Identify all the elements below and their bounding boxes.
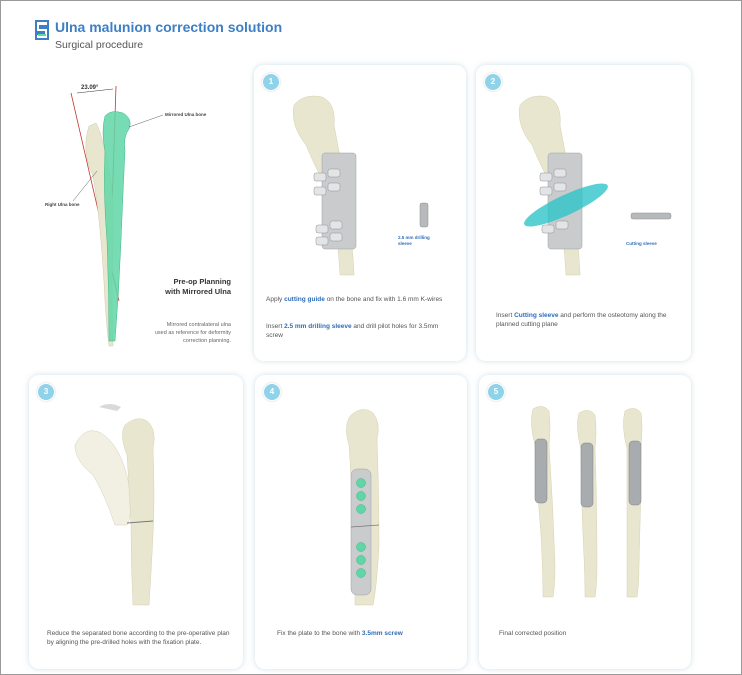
step-4-illustration (346, 409, 380, 606)
step-card-5: 5 Final corrected position (479, 375, 691, 669)
right-ulna-label: Right Ulna bone (45, 202, 80, 207)
step-badge-5: 5 (487, 383, 505, 401)
step-1-caption-2: Insert 2.5 mm drilling sleeve and drill … (266, 323, 439, 339)
preop-title-line2: with Mirrored Ulna (165, 287, 231, 296)
step-card-4: 4 Fix the plate to the bone with 3.5mm s… (255, 375, 467, 669)
step-card-1: 1 2.5 mm drilling sleeve Apply cutting g… (254, 65, 466, 361)
mirrored-ulna-label: Mirrored Ulna bone (165, 112, 207, 117)
preop-desc-line2: used as reference for deformity (154, 330, 231, 336)
preop-title-line1: Pre-op Planning (173, 277, 231, 286)
step-card-3: 3 Reduce the separated bone according to… (29, 375, 243, 669)
step-badge-3: 3 (37, 383, 55, 401)
step-1-caption-1: Apply cutting guide on the bone and fix … (266, 296, 443, 303)
step-2-illustration (519, 95, 672, 276)
step-2-caption: Insert Cutting sleeve and perform the os… (496, 312, 667, 328)
step-3-illustration (74, 404, 155, 606)
step-5-caption: Final corrected position (499, 630, 567, 637)
drilling-sleeve-label: 2.5 mm drilling sleeve (398, 235, 430, 247)
preop-desc-line3: correction planning. (182, 338, 231, 344)
preop-desc-line1: Mirrored contralateral ulna (166, 322, 231, 328)
step-3-caption: Reduce the separated bone according to t… (47, 630, 230, 646)
step-badge-2: 2 (484, 73, 502, 91)
step-badge-4: 4 (263, 383, 281, 401)
drilling-sleeve-label-line2: sleeve (398, 241, 412, 246)
cutting-sleeve-label: Cutting sleeve (626, 241, 657, 246)
page-title: Ulna malunion correction solution (55, 19, 283, 35)
preop-title: Pre-op Planning with Mirrored Ulna (161, 277, 231, 297)
step-badge-1: 1 (262, 73, 280, 91)
step-5-illustration (531, 406, 643, 598)
preop-description: Mirrored contralateral ulna used as refe… (141, 321, 231, 345)
step-card-2: 2 Cutting sleeve Insert Cutting sleeve a… (476, 65, 691, 361)
step-4-caption: Fix the plate to the bone with 3.5mm scr… (277, 630, 403, 637)
drilling-sleeve-label-line1: 2.5 mm drilling (398, 235, 430, 240)
brand-logo-icon (35, 20, 49, 40)
angle-label: 23.09° (81, 85, 99, 91)
page-subtitle: Surgical procedure (55, 39, 144, 51)
step-1-illustration (293, 95, 429, 276)
